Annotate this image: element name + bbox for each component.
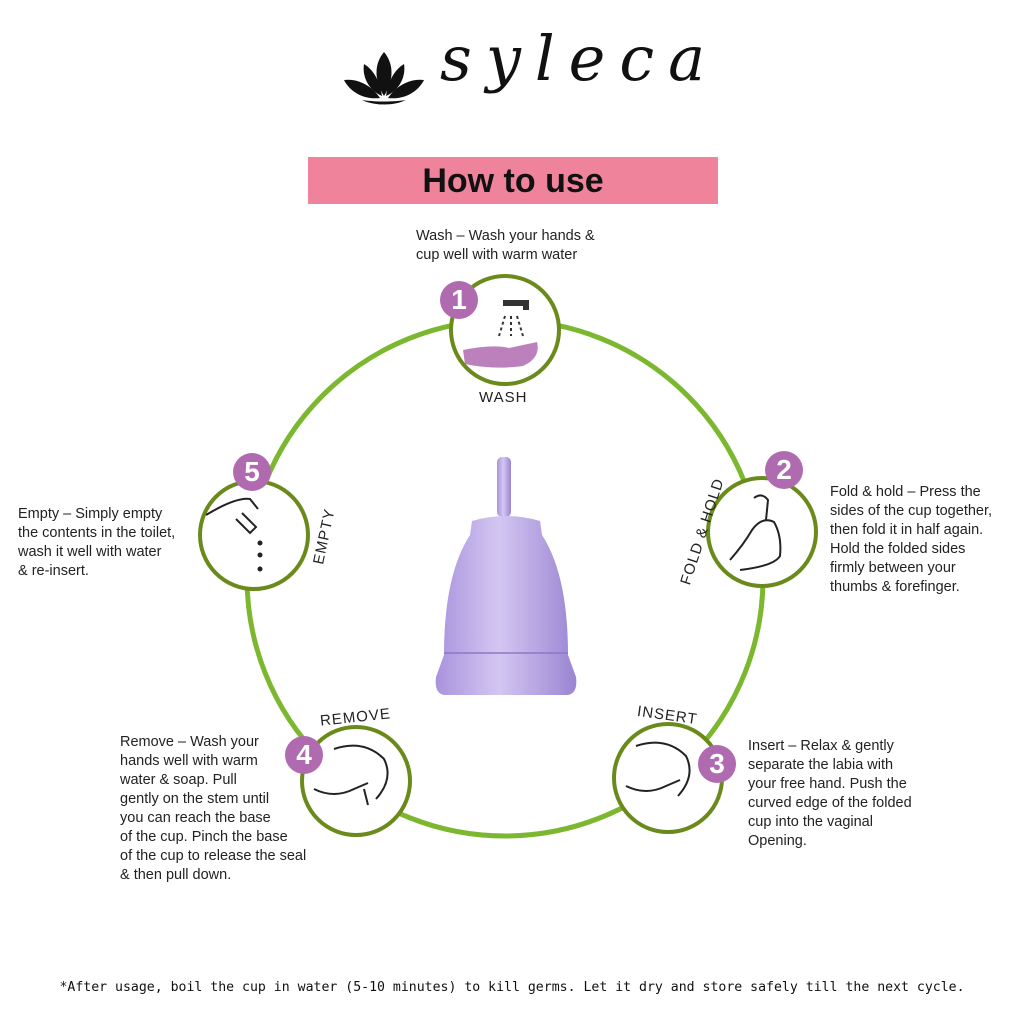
how-to-use-banner: How to use: [308, 157, 718, 204]
step-2-badge: 2: [765, 451, 803, 489]
faucet-hands-icon: [463, 300, 538, 368]
step-2-fold-illustration: [706, 476, 818, 588]
step-4-description: Remove – Wash your hands well with warm …: [120, 734, 307, 883]
step-1-wash-illustration: [449, 274, 561, 386]
emptying-cup-icon: [205, 497, 263, 572]
insert-cup-icon: [625, 741, 691, 797]
step-5-badge: 5: [233, 453, 271, 491]
step-2-description: Fold & hold – Press the sides of the cup…: [830, 484, 993, 595]
step-5-empty-illustration: [198, 479, 310, 591]
step-4-badge: 4: [285, 736, 323, 774]
step-3-badge: 3: [698, 745, 736, 783]
step-1-badge: 1: [440, 281, 478, 319]
step-3-description: Insert – Relax & gently separate the lab…: [748, 738, 912, 849]
step-5-description: Empty – Simply empty the contents in the…: [18, 506, 176, 579]
menstrual-cup-image: [435, 457, 577, 695]
step-1-label: WASH: [479, 389, 528, 406]
step-1-description: Wash – Wash your hands & cup well with w…: [416, 228, 595, 263]
remove-cup-icon: [313, 744, 389, 806]
footer-note: *After usage, boil the cup in water (5-1…: [59, 980, 965, 995]
hand-folding-cup-icon: [729, 494, 782, 571]
lotus-logo-icon: [344, 52, 424, 105]
brand-name: syleca: [440, 22, 720, 95]
